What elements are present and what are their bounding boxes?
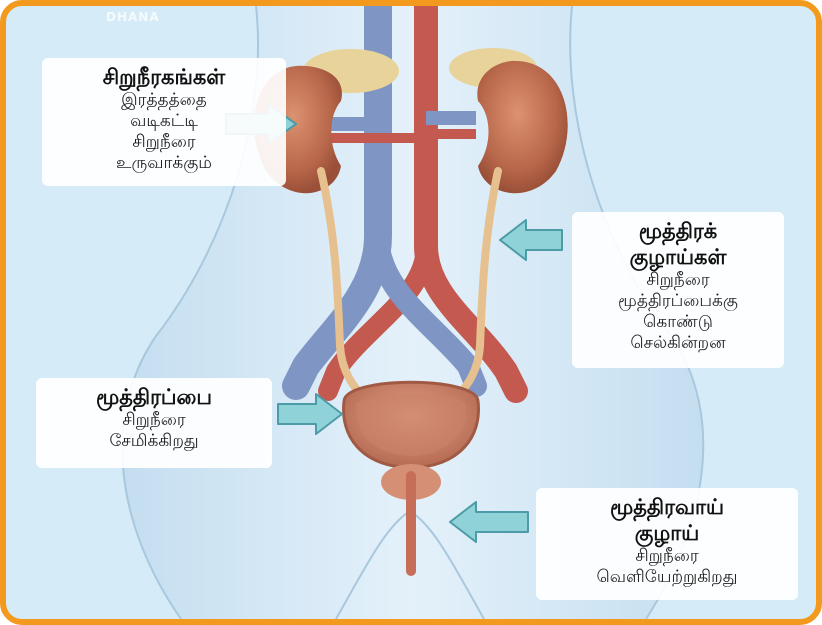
urethra-desc-line: சிறுநீரை xyxy=(544,546,790,567)
bladder-desc-line: சேமிக்கிறது xyxy=(44,431,264,452)
kidneys-title: சிறுநீரகங்கள் xyxy=(50,64,278,90)
ureters-desc-line: மூத்திரப்பைக்கு xyxy=(580,291,776,312)
urethra-title: மூத்திரவாய் xyxy=(544,494,790,520)
ureters-desc-line: கொண்டு xyxy=(580,312,776,333)
watermark: DHANA xyxy=(106,10,160,24)
kidneys-desc-line: உருவாக்கும் xyxy=(50,153,278,174)
right-kidney xyxy=(477,61,567,193)
bladder-callout: மூத்திரப்பை சிறுநீரை சேமிக்கிறது xyxy=(36,378,272,468)
bladder-desc-line: சிறுநீரை xyxy=(44,410,264,431)
ureters-desc-line: செல்கின்றன xyxy=(580,333,776,354)
bladder-title: மூத்திரப்பை xyxy=(44,384,264,410)
urethra-callout: மூத்திரவாய் குழாய் சிறுநீரை வெளியேற்றுகி… xyxy=(536,488,798,600)
urethra-title: குழாய் xyxy=(544,520,790,546)
kidneys-callout: சிறுநீரகங்கள் இரத்தத்தை வடிகட்டி சிறுநீர… xyxy=(42,58,286,186)
ureters-desc-line: சிறுநீரை xyxy=(580,270,776,291)
kidneys-desc-line: இரத்தத்தை xyxy=(50,90,278,111)
kidneys-desc-line: சிறுநீரை xyxy=(50,132,278,153)
kidneys-desc-line: வடிகட்டி xyxy=(50,111,278,132)
ureters-title: மூத்திரக் xyxy=(580,218,776,244)
ureters-callout: மூத்திரக் குழாய்கள் சிறுநீரை மூத்திரப்பை… xyxy=(572,212,784,368)
ureters-title: குழாய்கள் xyxy=(580,244,776,270)
urethra-desc-line: வெளியேற்றுகிறது xyxy=(544,567,790,588)
